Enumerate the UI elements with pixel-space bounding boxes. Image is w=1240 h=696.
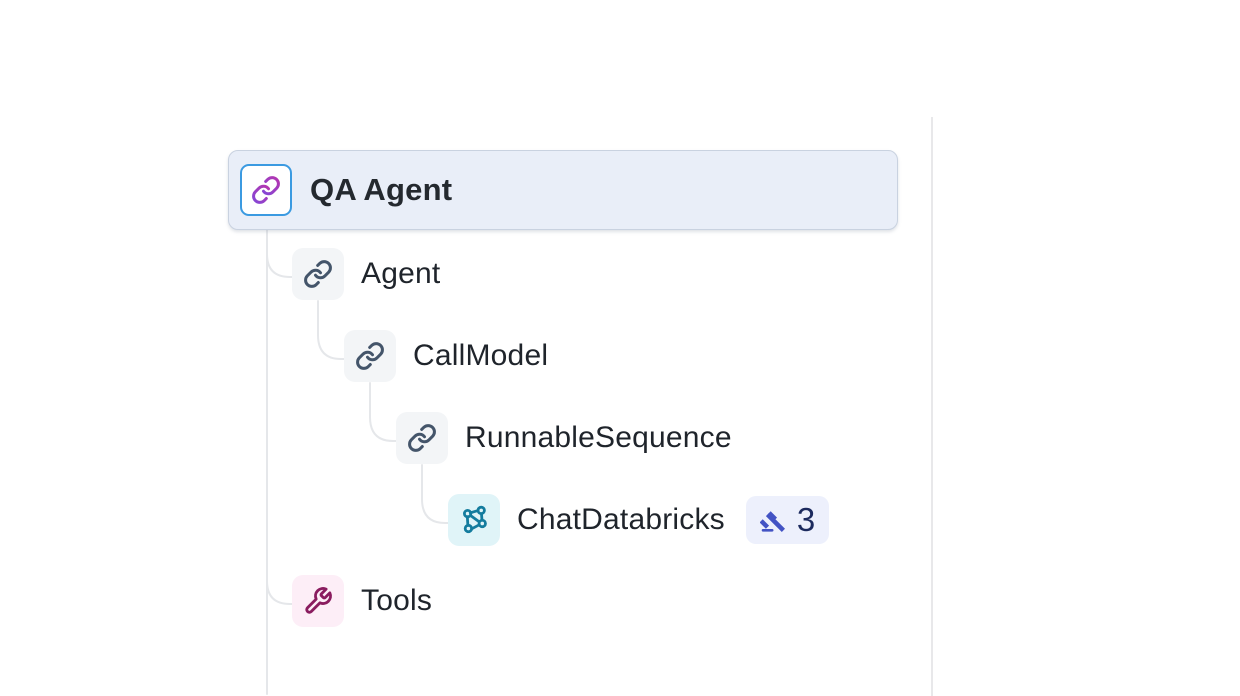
- model-graph-icon: [448, 494, 500, 546]
- connector-callmodel-runnablesequence: [369, 382, 398, 442]
- node-label: Agent: [361, 257, 441, 290]
- tree-node-agent[interactable]: Agent: [292, 248, 440, 300]
- node-label: CallModel: [413, 339, 549, 372]
- tree-node-callmodel[interactable]: CallModel: [344, 330, 548, 382]
- tree-node-tools[interactable]: Tools: [292, 575, 432, 627]
- assessment-count: 3: [796, 501, 816, 538]
- node-label: ChatDatabricks: [517, 503, 725, 536]
- chain-link-icon: [292, 248, 344, 300]
- connector-to-tools: [266, 576, 294, 605]
- chain-link-icon: [344, 330, 396, 382]
- chain-link-icon: [396, 412, 448, 464]
- chain-link-icon: [240, 164, 292, 216]
- node-label: Tools: [361, 584, 433, 617]
- panel-resize-divider[interactable]: [931, 117, 933, 696]
- connector-to-agent: [266, 249, 294, 278]
- wrench-icon: [292, 575, 344, 627]
- assessments-badge[interactable]: 3: [745, 496, 830, 544]
- gavel-icon: [759, 510, 785, 532]
- node-label: RunnableSequence: [465, 421, 732, 454]
- tree-node-runnablesequence[interactable]: RunnableSequence: [396, 412, 732, 464]
- tree-node-qa-agent[interactable]: QA Agent: [228, 150, 898, 230]
- root-node-label: QA Agent: [310, 172, 453, 207]
- connector-runnablesequence-chatdatabricks: [421, 464, 450, 524]
- connector-agent-callmodel: [317, 300, 346, 360]
- tree-node-chatdatabricks[interactable]: ChatDatabricks 3: [448, 494, 830, 546]
